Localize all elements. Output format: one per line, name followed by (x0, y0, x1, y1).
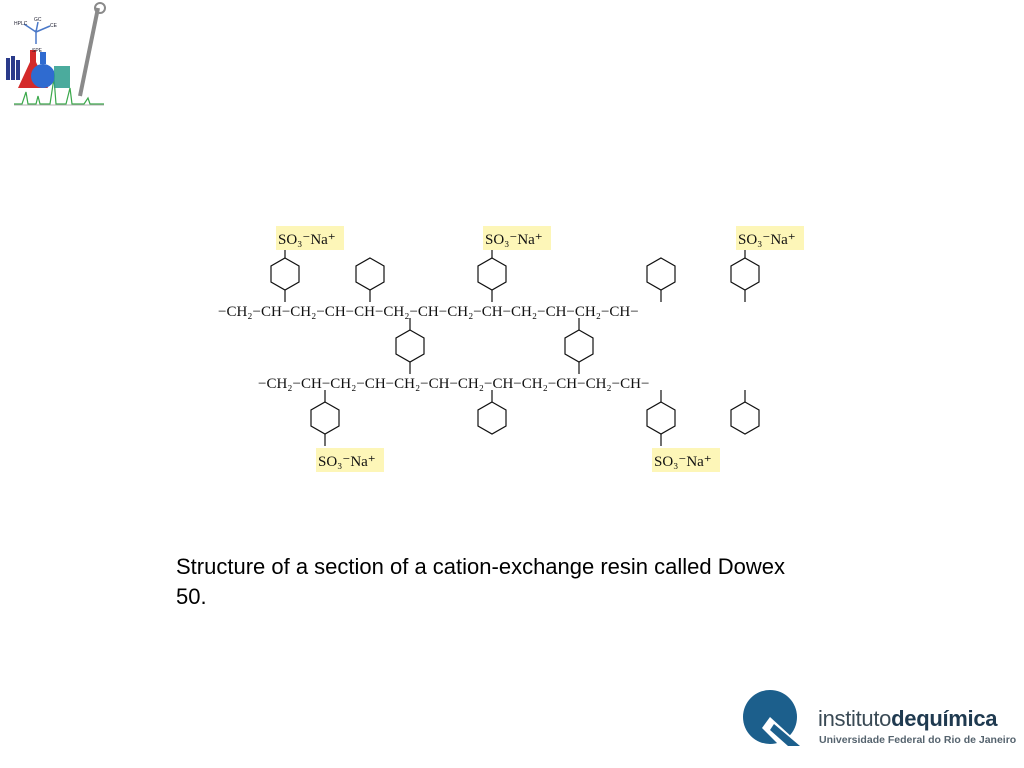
benzene-ring (270, 257, 300, 291)
benzene-ring (564, 329, 594, 363)
benzene-ring (477, 401, 507, 435)
ion-highlight (276, 226, 344, 250)
benzene-ring (477, 257, 507, 291)
iq-q-logo-icon (743, 690, 804, 748)
dowex-structure-diagram: SO₃⁻Na⁺ SO₃⁻Na⁺ SO₃⁻Na⁺ (218, 226, 804, 472)
institution-logo: institutodequímica Universidade Federal … (740, 688, 1016, 752)
benzene-ring (646, 401, 676, 435)
spe-label: SPE (32, 48, 43, 54)
ion-label: SO₃⁻Na⁺ (485, 232, 543, 248)
ion-highlight (316, 448, 384, 472)
polymer-chain-bottom: −CH₂−CH−CH₂−CH−CH₂−CH−CH₂−CH−CH₂−CH−CH₂−… (258, 376, 649, 392)
ion-label: SO₃⁻Na⁺ (318, 454, 376, 470)
chromatography-logo: HPLC GC CE SPE (0, 0, 112, 112)
benzene-ring (730, 257, 760, 291)
flask-logo-icon: HPLC GC CE SPE (6, 2, 106, 106)
hplc-label: HPLC (14, 21, 28, 27)
polymer-chain-top: −CH₂−CH−CH₂−CH−CH−CH₂−CH−CH₂−CH−CH₂−CH−C… (218, 304, 639, 320)
ion-label: SO₃⁻Na⁺ (654, 454, 712, 470)
benzene-ring (355, 257, 385, 291)
benzene-ring (310, 401, 340, 435)
benzene-ring (395, 329, 425, 363)
benzene-ring (646, 257, 676, 291)
benzene-ring (730, 401, 760, 435)
institution-name-part2: dequímica (891, 706, 998, 731)
figure-caption: Structure of a section of a cation-excha… (176, 554, 785, 609)
ce-label: CE (50, 23, 58, 29)
ion-highlight (652, 448, 720, 472)
ion-highlight (736, 226, 804, 250)
ion-highlight (483, 226, 551, 250)
ion-label: SO₃⁻Na⁺ (278, 232, 336, 248)
institution-subtitle: Universidade Federal do Rio de Janeiro (819, 734, 1017, 746)
gc-label: GC (34, 17, 42, 23)
institution-name: institutodequímica (818, 706, 998, 732)
institution-name-part1: instituto (818, 706, 892, 731)
ion-label: SO₃⁻Na⁺ (738, 232, 796, 248)
